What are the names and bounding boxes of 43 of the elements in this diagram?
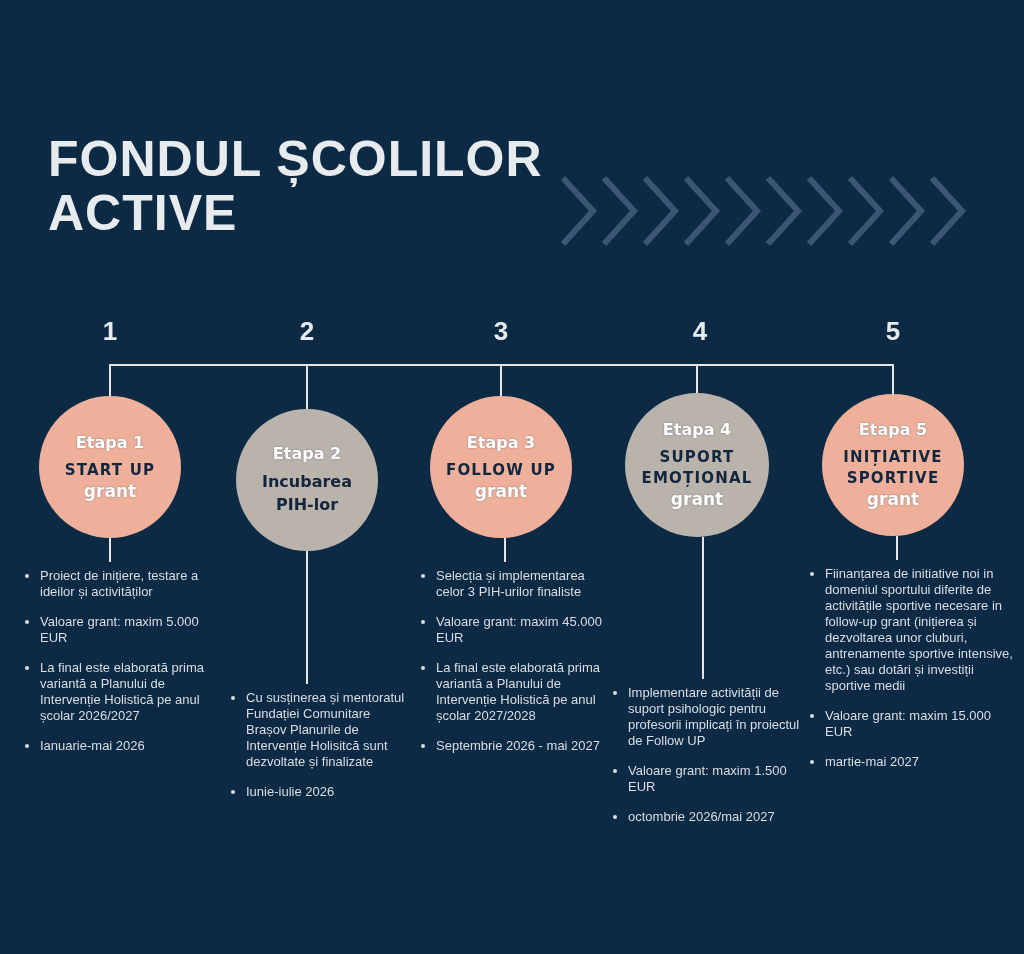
step-number: 2 [298,316,316,347]
bullet-item: Fiinanțarea de initiative noi in domeniul sportului diferite de activitățile sportive necesare in follow-up grant (inițierea și dezvoltarea unor cluburi, antrenamente sportive intensive, etc.) sau dotări și investiții sportive medii [807,566,1015,694]
connector-line [896,534,898,561]
stage-name: START UP [64,459,156,481]
bullet-item: La final este elaborată prima variantă a Planului de Intervenție Holistică pe anul școlar 2026/2027 [22,660,212,724]
bullet-item: martie-mai 2027 [807,754,1015,770]
stage-label: Etapa 4 [662,420,732,440]
connector-line [696,364,894,395]
connector-line [109,537,111,563]
step-number: 3 [492,316,510,347]
stage-name: FOLLOW UP [445,459,557,481]
bullet-item: Septembrie 2026 - mai 2027 [418,738,608,754]
connector-line [500,364,698,397]
stage-type: grant [866,489,920,510]
stage-type: grant [474,480,528,502]
connector-line [504,536,506,563]
bullet-item: Selecția și implementarea celor 3 PIH-urilor finaliste [418,568,608,600]
title: FONDUL ȘCOLILOR ACTIVE [48,132,544,240]
connector-line [702,535,704,680]
step-number: 4 [691,316,709,347]
stage-label: Etapa 2 [272,444,342,464]
step-number: 1 [101,316,119,347]
bullet-item: Valoare grant: maxim 5.000 EUR [22,614,212,646]
bullet-item: Valoare grant: maxim 15.000 EUR [807,708,1015,740]
bullet-item: La final este elaborată prima variantă a Planului de Intervenție Holistică pe anul școlar 2027/2028 [418,660,608,724]
step-number: 5 [884,316,902,347]
stage-type: grant [83,480,137,502]
bullet-item: Implementare activității de suport psihologic pentru profesorii implicați în proiectul de Follow UP [610,685,802,749]
bullet-item: Proiect de inițiere, testare a ideilor și activităților [22,568,212,600]
connector-line [306,550,308,685]
stage-name: Incubarea PIH-lor [261,471,353,516]
stage-label: Etapa 1 [75,432,145,452]
bullet-item: Ianuarie-mai 2026 [22,738,212,754]
bullet-item: octombrie 2026/mai 2027 [610,809,802,825]
stage-label: Etapa 3 [466,432,536,452]
bullet-item: Valoare grant: maxim 1.500 EUR [610,763,802,795]
stage-label: Etapa 5 [858,420,928,440]
stage-type: grant [670,489,724,510]
bullet-item: Iunie-iulie 2026 [228,784,410,800]
bullet-item: Cu susținerea și mentoratul Fundației Comunitare Brașov Planurile de Intervenție Holisitcă sunt dezvoltate și finalizate [228,690,410,770]
stage-name: INIȚIATIVE SPORTIVE [842,447,944,490]
bullet-item: Valoare grant: maxim 45.000 EUR [418,614,608,646]
stage-name: SUPORT EMOȚIONAL [640,447,754,490]
